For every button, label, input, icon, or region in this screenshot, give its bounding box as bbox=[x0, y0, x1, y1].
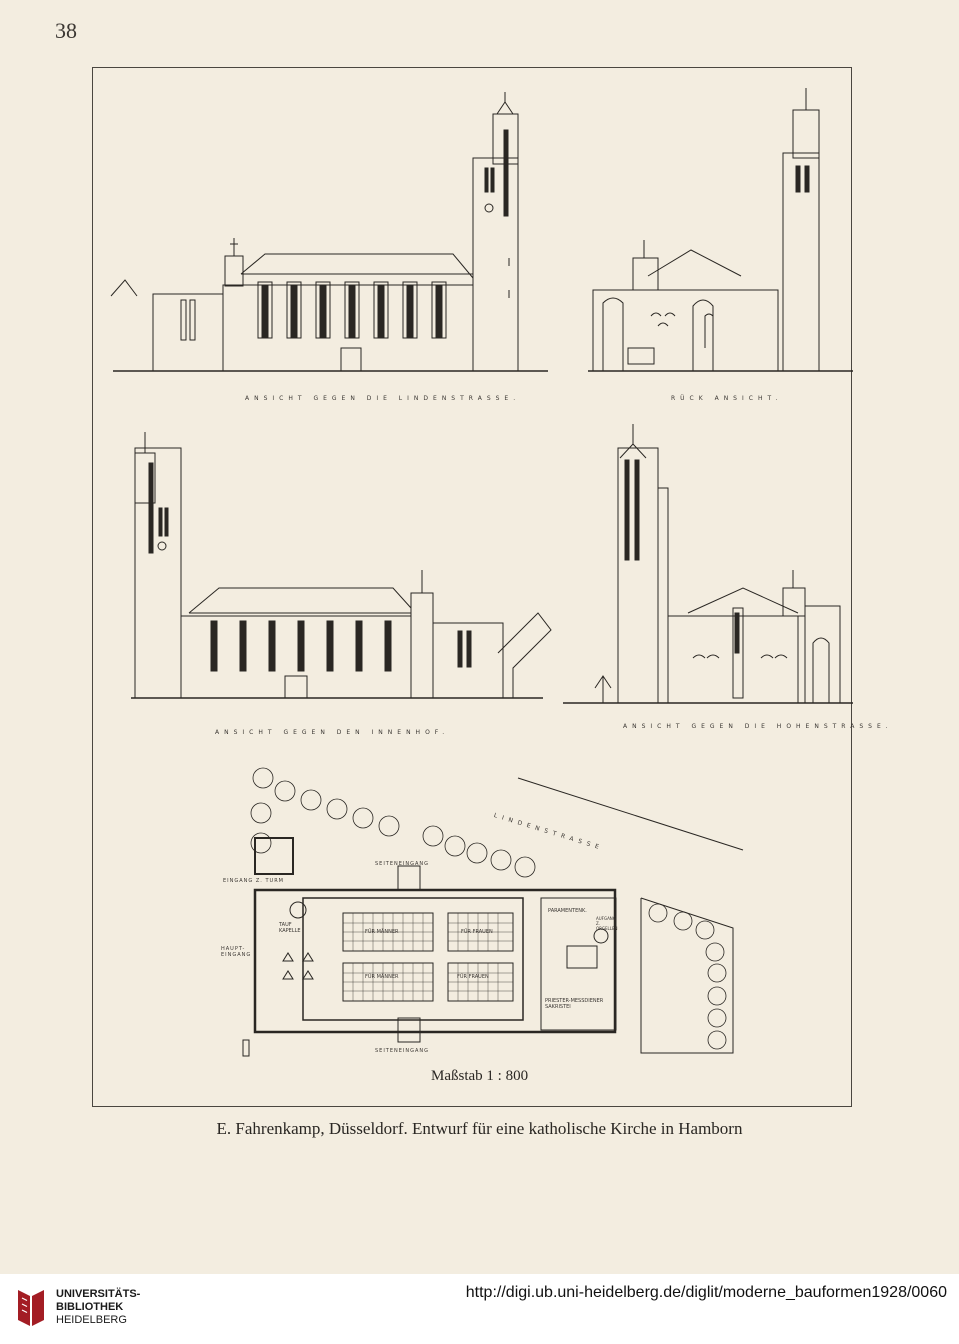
plan-label-seating-3: FÜR MÄNNER bbox=[365, 974, 399, 980]
plan-label-main-entrance: HAUPT-EINGANG bbox=[221, 946, 252, 958]
plan-label-choir-stair: AUFGANG Z. ORGELLEN bbox=[596, 916, 618, 931]
plate-caption: E. Fahrenkamp, Düsseldorf. Entwurf für e… bbox=[216, 1119, 743, 1138]
plan-label-tower-entrance: EINGANG Z. TURM bbox=[223, 878, 284, 884]
library-name-line3: HEIDELBERG bbox=[56, 1314, 127, 1326]
elevation-lindenstrasse bbox=[110, 92, 548, 372]
plan-label-seating-4: FÜR FRAUEN bbox=[457, 974, 489, 980]
elevation-innenhof bbox=[131, 432, 552, 699]
elevation-rueckansicht bbox=[588, 88, 853, 372]
elevation-label-innenhof: ANSICHT GEGEN DEN INNENHOF. bbox=[215, 729, 450, 736]
plan-label-seating-2: FÜR FRAUEN bbox=[461, 929, 493, 935]
library-name-line1: UNIVERSITÄTS- bbox=[56, 1288, 141, 1300]
library-name[interactable]: UNIVERSITÄTS- BIBLIOTHEK HEIDELBERG bbox=[56, 1288, 140, 1327]
architectural-drawings bbox=[110, 88, 853, 1057]
library-name-line2: BIBLIOTHEK bbox=[56, 1301, 124, 1313]
page-number: 38 bbox=[55, 18, 77, 43]
library-footer: UNIVERSITÄTS- BIBLIOTHEK HEIDELBERG http… bbox=[0, 1274, 959, 1344]
plan-label-seating-1: FÜR MÄNNER bbox=[365, 929, 399, 935]
plan-label-baptism-chapel: TAUF KAPELLE bbox=[279, 922, 301, 934]
floor-plan bbox=[242, 767, 744, 1057]
source-url-link[interactable]: http://digi.ub.uni-heidelberg.de/diglit/… bbox=[465, 1284, 947, 1301]
drawing-plate: ANSICHT GEGEN DIE LINDENSTRASSE. RÜCK AN… bbox=[92, 67, 888, 1107]
scale-label: Maßstab 1 : 800 bbox=[431, 1068, 529, 1084]
plan-label-side-entrance-top: SEITENEINGANG bbox=[375, 861, 430, 867]
plan-label-side-entrance-bottom: SEITENEINGANG bbox=[375, 1048, 430, 1054]
elevation-label-hohenstrasse: ANSICHT GEGEN DIE HOHENSTRASSE. bbox=[623, 723, 893, 730]
plan-label-sacristy: PRIESTER-MESSDIENER SAKRISTEI bbox=[545, 998, 604, 1010]
elevation-label-rueckansicht: RÜCK ANSICHT. bbox=[671, 395, 783, 402]
elevation-hohenstrasse bbox=[563, 424, 853, 704]
elevation-label-lindenstrasse: ANSICHT GEGEN DIE LINDENSTRASSE. bbox=[245, 395, 521, 402]
library-logo-icon[interactable] bbox=[14, 1286, 48, 1332]
plan-label-paramentenk: PARAMENTENK. bbox=[548, 908, 587, 914]
